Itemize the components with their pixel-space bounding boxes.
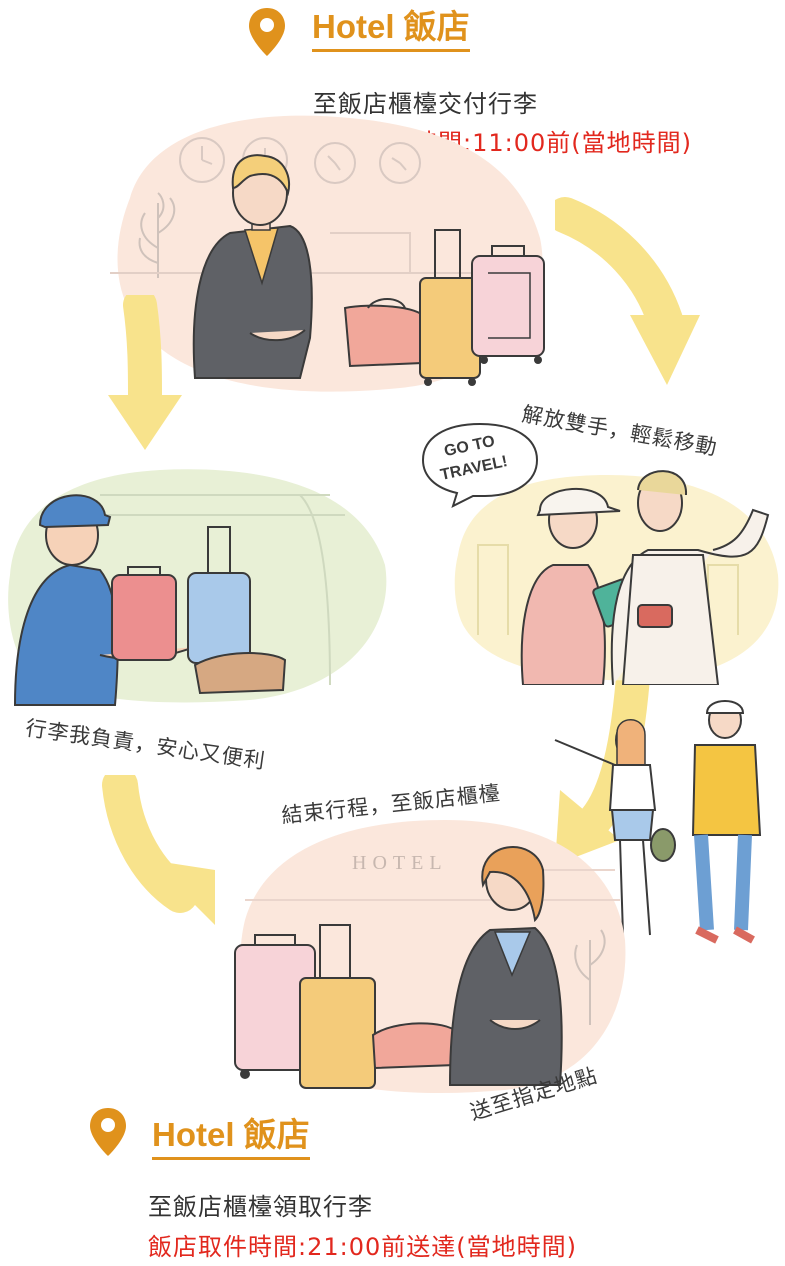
bottom-pickup-text: 至飯店櫃檯領取行李	[148, 1193, 373, 1221]
return-receptionist	[448, 846, 563, 1086]
courier-scene	[8, 469, 387, 706]
bottom-delivery-time-text: 飯店取件時間:21:00前送達(當地時間)	[148, 1233, 577, 1261]
travelers-scene	[454, 470, 779, 685]
arrow-right-down	[555, 197, 700, 385]
man-traveler	[610, 470, 770, 685]
hotel-sign: HOTEL	[352, 852, 448, 874]
arrow-left-bottom	[102, 775, 215, 925]
courier-figure	[13, 494, 196, 706]
return-luggage	[234, 924, 459, 1089]
courier-luggage	[111, 526, 287, 695]
speech-bubble	[421, 422, 539, 508]
location-pin-icon	[90, 1108, 126, 1156]
caption-free-hands: 解放雙手，輕鬆移動	[520, 401, 720, 460]
plant-right	[574, 929, 606, 1025]
reception-scene	[110, 115, 545, 392]
caption-responsible: 行李我負責，安心又便利	[24, 715, 268, 774]
top-dropoff-text: 至飯店櫃檯交付行李	[313, 90, 538, 118]
bottom-hotel-title: Hotel 飯店	[152, 1118, 310, 1160]
return-scene	[234, 820, 626, 1094]
walking-travelers	[554, 700, 762, 944]
location-pin-icon	[249, 8, 285, 56]
receptionist-figure	[192, 154, 313, 379]
woman-traveler	[520, 487, 638, 685]
plant	[138, 192, 176, 278]
arrow-left-down	[108, 295, 182, 450]
luggage-group	[343, 229, 545, 386]
pointing-woman	[554, 719, 676, 936]
man-with-hat	[691, 700, 762, 944]
top-hotel-title: Hotel 飯店	[312, 10, 470, 52]
